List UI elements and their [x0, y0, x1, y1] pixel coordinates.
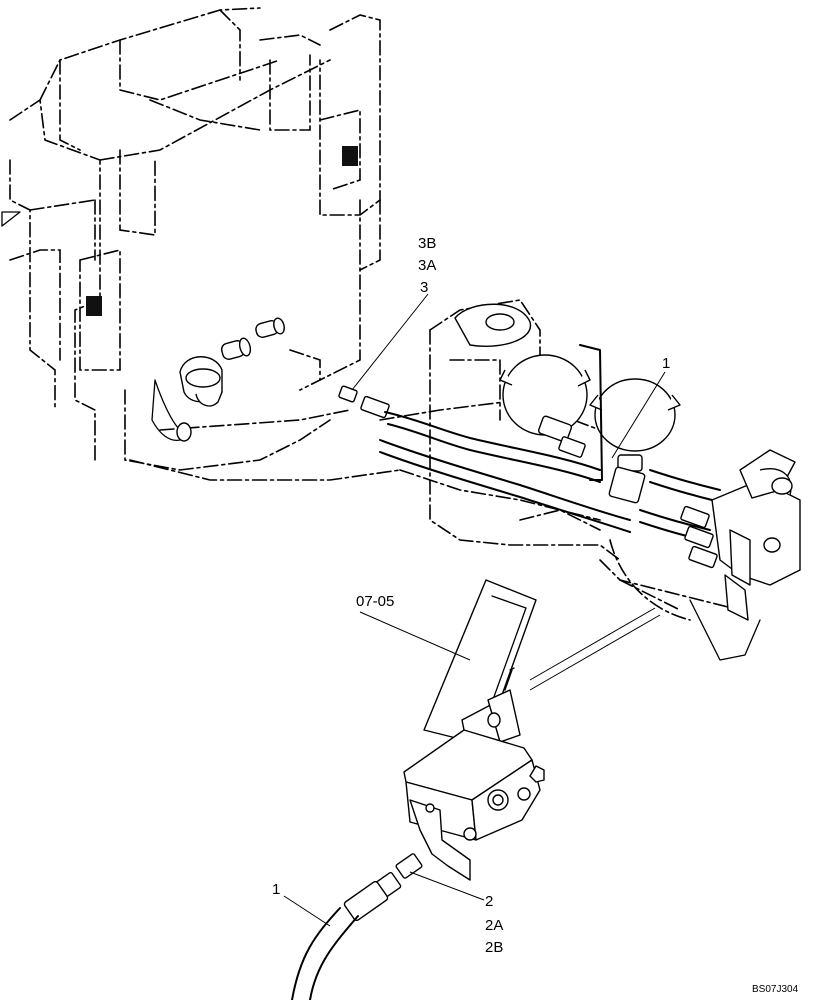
- hose-1-lower-assembly: [291, 853, 423, 1000]
- callout-3b: 3B: [418, 235, 436, 252]
- accumulators: [499, 344, 681, 504]
- right-valve-cluster: [609, 449, 801, 661]
- hatch-mark-lower: [86, 296, 102, 316]
- pedal-valve-assembly: [403, 579, 545, 881]
- callout-1-upper: 1: [662, 355, 670, 372]
- callout-2b: 2B: [485, 939, 503, 956]
- frame-boss-bore: [485, 313, 515, 331]
- cab-frame-phantom: [9, 7, 401, 481]
- callout-2: 2: [485, 893, 493, 910]
- chassis-phantom: [379, 299, 741, 611]
- callout-2a: 2A: [485, 917, 503, 934]
- bushings: [151, 317, 285, 442]
- hose-3-assembly: [338, 385, 631, 533]
- callout-1-lower: 1: [272, 881, 280, 898]
- cab-triangle-marker: [1, 211, 21, 227]
- leader-lines: [283, 293, 666, 927]
- callout-3: 3: [420, 279, 428, 296]
- drawing-reference: BS07J304: [752, 984, 799, 995]
- callout-07-05: 07-05: [356, 593, 394, 610]
- hatch-mark-upper: [342, 146, 358, 166]
- callout-3a: 3A: [418, 257, 436, 274]
